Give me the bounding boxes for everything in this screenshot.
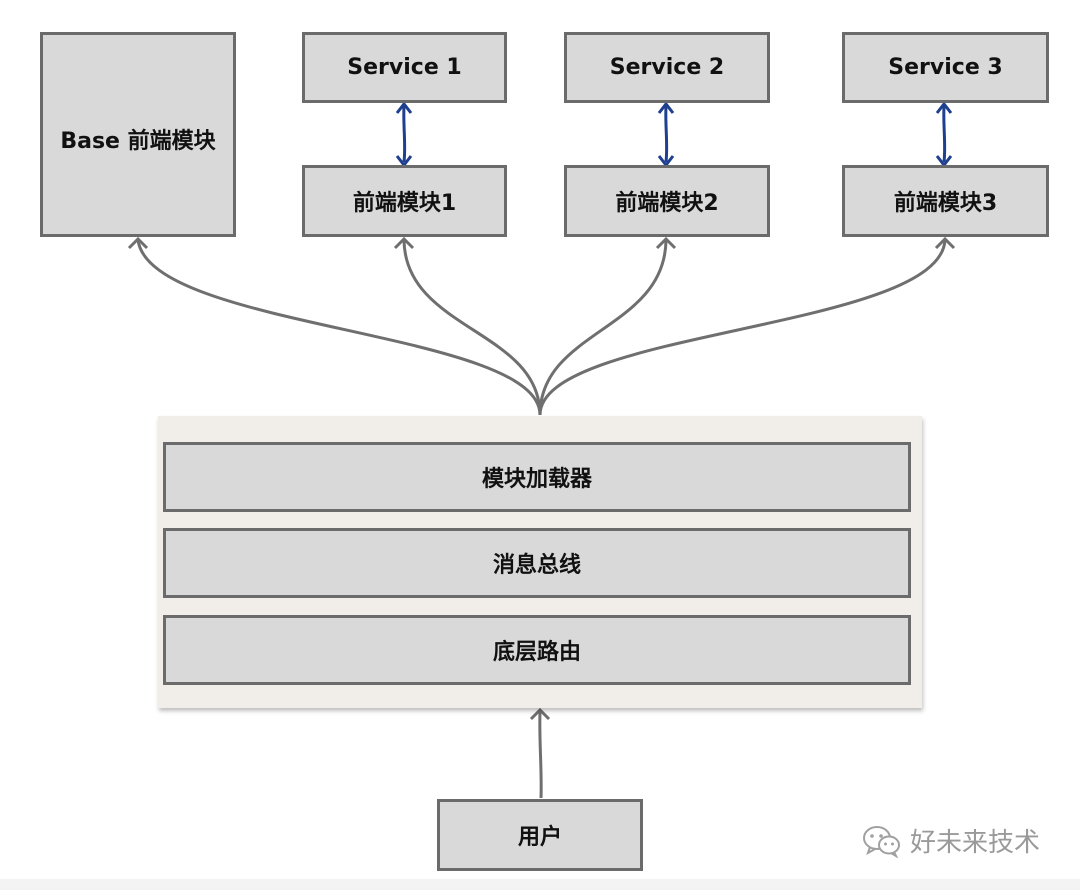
service-1-link	[395, 101, 413, 168]
base-module-label: Base 前端模块	[60, 129, 216, 154]
service-3-label: Service 3	[888, 55, 1003, 80]
frontend-module-1-label: 前端模块1	[352, 191, 457, 216]
service-1-box: Service 1	[302, 32, 507, 103]
watermark: 好未来技术	[862, 822, 1040, 859]
connector-to-frontend-module-2	[538, 239, 668, 416]
frontend-module-2-box: 前端模块2	[564, 165, 770, 237]
service-2-box: Service 2	[564, 32, 770, 103]
user-label: 用户	[517, 825, 562, 850]
base-router-label: 底层路由	[492, 640, 581, 665]
base-router-layer: 底层路由	[163, 615, 911, 685]
connector-to-frontend-module-3	[538, 239, 947, 416]
base-module-box: Base 前端模块	[40, 32, 236, 237]
service-3-box: Service 3	[842, 32, 1049, 103]
service-2-link	[657, 101, 675, 168]
connector-to-base-module	[136, 239, 542, 416]
user-box: 用户	[437, 799, 643, 871]
arrowhead-frontend-module-1	[393, 236, 415, 250]
frontend-module-1-box: 前端模块1	[302, 165, 507, 237]
service-2-label: Service 2	[609, 55, 725, 80]
service-3-link	[935, 101, 953, 168]
frontend-module-3-label: 前端模块3	[893, 191, 998, 216]
core-framework-panel: 模块加载器 消息总线 底层路由	[158, 416, 922, 708]
arrowhead-router	[529, 707, 551, 721]
message-bus-label: 消息总线	[492, 553, 581, 578]
module-loader-label: 模块加载器	[481, 467, 592, 492]
arrowhead-frontend-module-2	[655, 236, 677, 250]
watermark-text: 好未来技术	[910, 828, 1041, 858]
connector-to-frontend-module-1	[402, 239, 542, 416]
arrowhead-base-module	[127, 236, 149, 250]
message-bus-layer: 消息总线	[163, 528, 911, 598]
frontend-module-2-label: 前端模块2	[615, 191, 719, 216]
frontend-module-3-box: 前端模块3	[842, 165, 1049, 237]
connector-user-to-router	[538, 711, 543, 799]
bottom-strip	[0, 879, 1080, 890]
module-loader-layer: 模块加载器	[163, 442, 911, 512]
wechat-icon	[862, 824, 902, 858]
arrowhead-frontend-module-3	[934, 236, 956, 250]
service-1-label: Service 1	[347, 55, 462, 80]
